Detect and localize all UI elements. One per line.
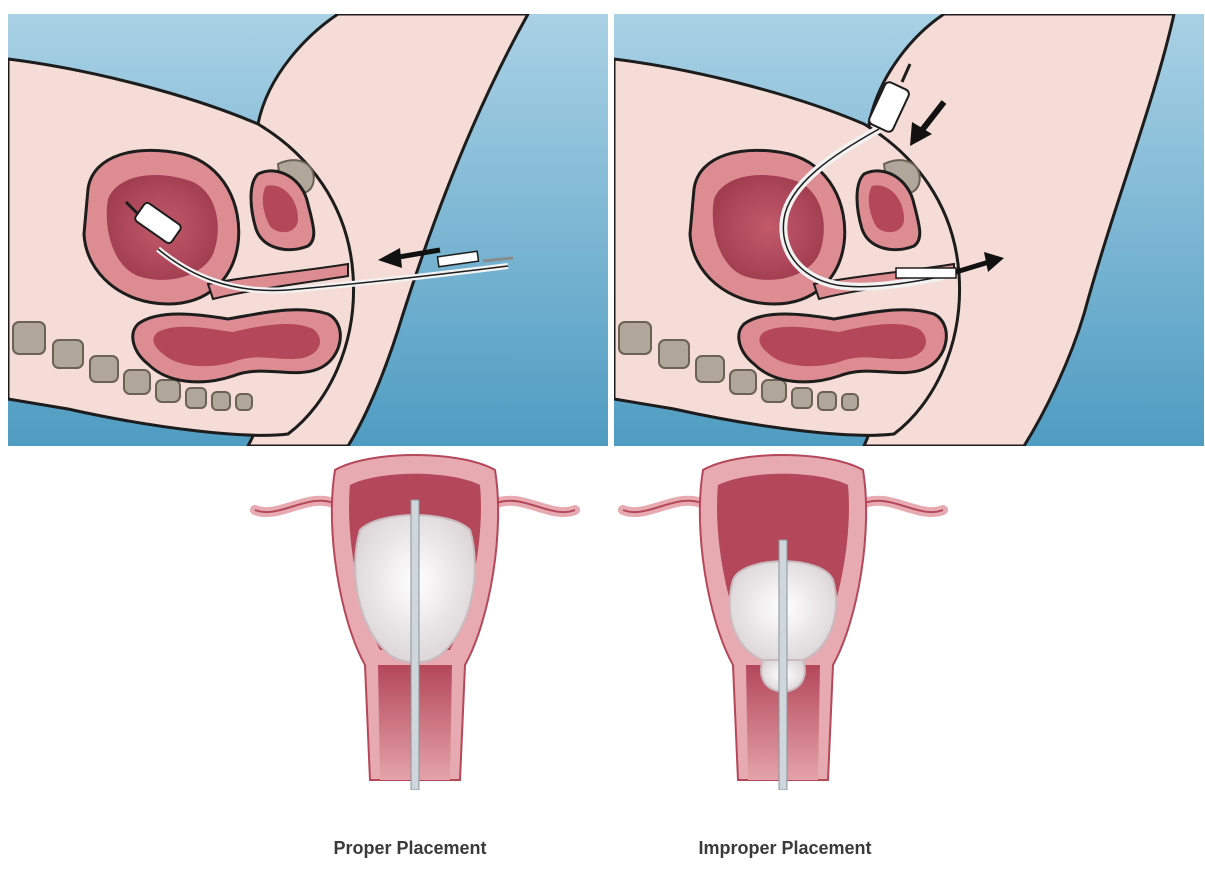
sagittal-panel-left [8, 14, 608, 446]
fallopian-tube-left [623, 501, 706, 512]
fallopian-tube-right [860, 501, 943, 512]
sagittal-panel-right [614, 14, 1204, 446]
fallopian-tube-left [255, 501, 338, 512]
caption-improper-placement: Improper Placement [625, 838, 945, 859]
catheter-rod [779, 540, 787, 790]
caption-proper-placement: Proper Placement [250, 838, 570, 859]
catheter-rod [411, 500, 419, 790]
coronal-proper [250, 450, 580, 790]
fallopian-tube-right [492, 501, 575, 512]
coronal-improper [618, 450, 948, 790]
